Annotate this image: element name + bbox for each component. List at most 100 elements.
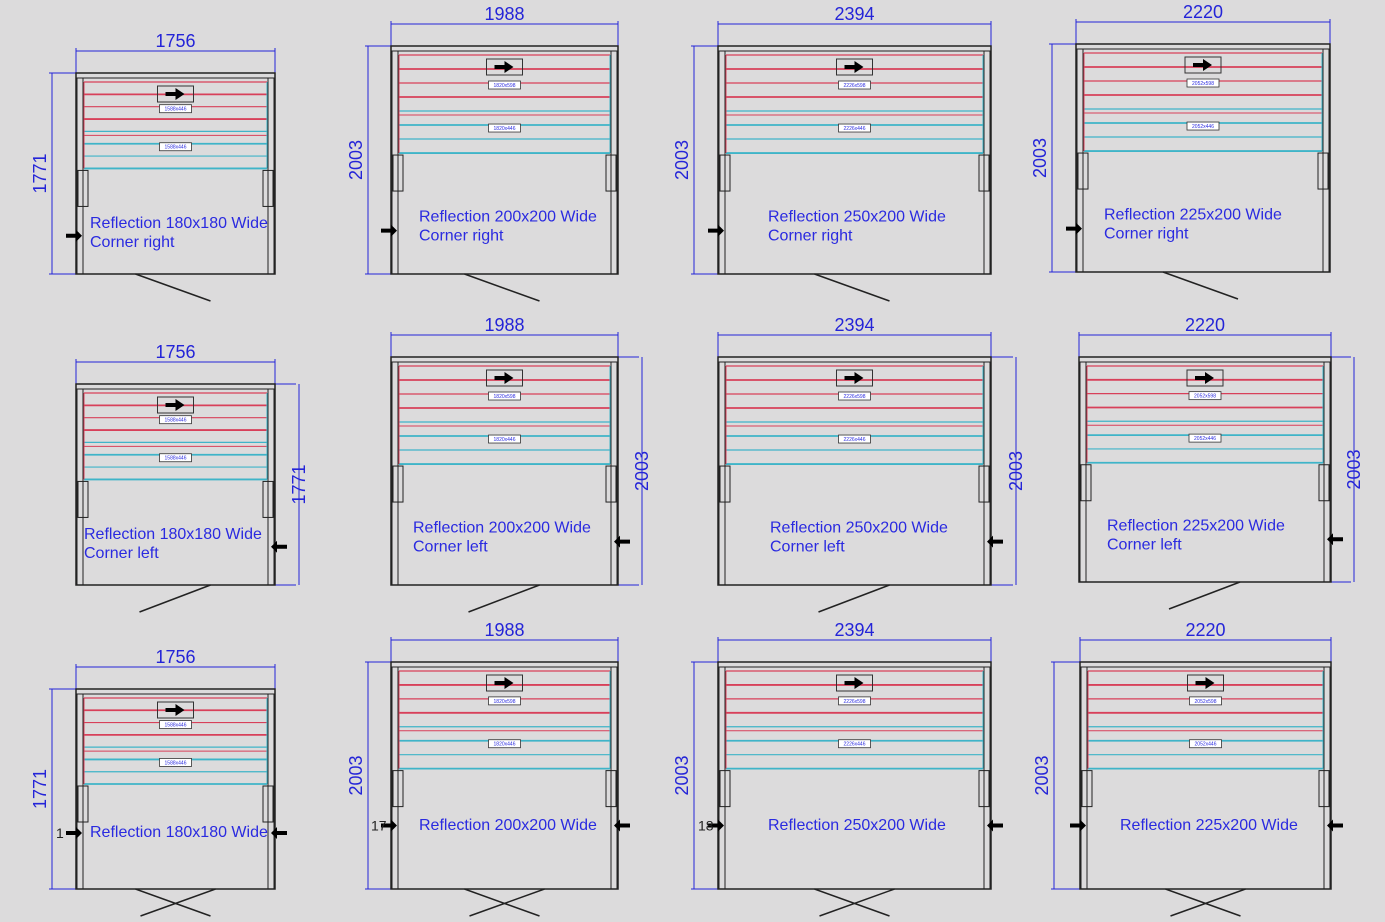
top-wall — [717, 661, 992, 668]
door-arrow-icon — [987, 535, 1003, 548]
corner-label: Corner left — [770, 539, 845, 556]
height-label: 1771 — [30, 769, 50, 809]
arrow-right-icon — [1193, 59, 1212, 71]
model-name: Reflection 180x180 Wide — [84, 526, 262, 543]
door-swing-line — [140, 888, 216, 917]
heater-post — [392, 770, 404, 808]
heater-box — [486, 674, 523, 692]
heater-post — [719, 154, 731, 192]
door-swing-line — [464, 273, 540, 302]
width-label: 2220 — [1183, 2, 1223, 22]
left-wall — [76, 388, 84, 586]
right-wall — [983, 50, 991, 275]
model-name: Reflection 180x180 Wide — [90, 215, 268, 232]
size-tag — [159, 758, 192, 767]
heater-box — [836, 674, 873, 692]
size-tag-label: 2226x598 — [844, 394, 866, 400]
heater-post — [77, 480, 89, 518]
marker-number: 17 — [371, 817, 387, 833]
door-swing-line — [1170, 888, 1246, 917]
top-wall — [390, 661, 619, 668]
left-wall — [718, 50, 726, 275]
door-arrow-icon — [271, 827, 287, 839]
height-label: 1771 — [289, 464, 309, 504]
model-name: Reflection 200x200 Wide — [419, 817, 597, 834]
height-label: 1771 — [30, 153, 50, 193]
cabin-outline — [1079, 661, 1332, 890]
right-wall — [610, 666, 618, 890]
top-wall — [390, 45, 619, 52]
left-wall — [76, 693, 84, 890]
right-wall — [267, 693, 275, 890]
left-wall — [1076, 48, 1084, 273]
door-swing-line — [819, 888, 895, 917]
width-label: 2394 — [834, 315, 874, 335]
top-wall — [390, 356, 619, 363]
heater-post — [1318, 770, 1330, 808]
arrow-right-icon — [494, 372, 514, 384]
heater-box — [157, 85, 194, 103]
door-swing-line — [818, 584, 890, 613]
size-tag — [838, 123, 871, 133]
width-label: 2220 — [1185, 620, 1225, 640]
width-label: 1988 — [484, 620, 524, 640]
size-tag-label: 1588x446 — [165, 723, 187, 729]
cabin-outline — [717, 661, 992, 890]
model-name: Reflection 225x200 Wide — [1107, 517, 1285, 534]
height-label: 2003 — [1344, 449, 1364, 489]
top-wall — [1075, 43, 1331, 50]
left-wall — [1080, 666, 1088, 890]
top-wall — [717, 356, 992, 363]
size-tag-label: 2052x598 — [1192, 81, 1214, 87]
corner-label: Corner left — [1107, 536, 1182, 553]
cabin-outline — [390, 661, 619, 890]
size-tag-label: 1820x446 — [494, 126, 516, 132]
size-tag-label: 1820x598 — [494, 394, 516, 400]
door-arrow-icon — [66, 827, 82, 839]
width-label: 2394 — [834, 4, 874, 24]
heater-box — [836, 58, 873, 76]
height-label: 2003 — [1006, 451, 1026, 491]
size-tag — [159, 415, 192, 425]
corner-label: Corner right — [768, 228, 853, 245]
cabin-outline — [717, 45, 992, 275]
heater-post — [262, 785, 274, 823]
height-label: 2003 — [672, 755, 692, 795]
width-label: 1988 — [484, 4, 524, 24]
heater-post — [392, 465, 404, 503]
corner-label: Corner right — [419, 228, 504, 245]
arrow-right-icon — [844, 372, 864, 384]
size-tag — [488, 434, 521, 444]
width-label: 1988 — [484, 315, 524, 335]
door-swing-line — [139, 584, 211, 613]
heater-box — [157, 396, 194, 414]
model-name: Reflection 200x200 Wide — [413, 520, 591, 537]
door-swing-line — [814, 273, 890, 302]
top-wall — [717, 45, 992, 52]
heater-box — [836, 369, 873, 387]
marker-number: 1 — [56, 825, 64, 841]
cabin-outline — [75, 688, 276, 890]
height-label: 2003 — [346, 755, 366, 795]
size-tag — [838, 391, 871, 401]
top-wall — [75, 688, 276, 695]
door-arrow-icon — [987, 819, 1003, 832]
size-tag-label: 2052x446 — [1192, 124, 1214, 130]
heater-post — [262, 480, 274, 518]
size-tag — [159, 720, 192, 729]
size-tag — [488, 696, 521, 706]
heater-post — [605, 154, 617, 192]
corner-label: Corner right — [1104, 226, 1189, 243]
size-tag-label: 1820x598 — [494, 83, 516, 89]
left-wall — [391, 50, 399, 275]
heater-post — [978, 465, 990, 503]
cabin-outline — [717, 356, 992, 586]
size-tag — [488, 123, 521, 133]
heater-box — [1187, 674, 1224, 692]
left-wall — [391, 361, 399, 586]
size-tag-label: 2226x446 — [844, 437, 866, 443]
heater-post — [262, 169, 274, 207]
size-tag — [1189, 696, 1222, 706]
